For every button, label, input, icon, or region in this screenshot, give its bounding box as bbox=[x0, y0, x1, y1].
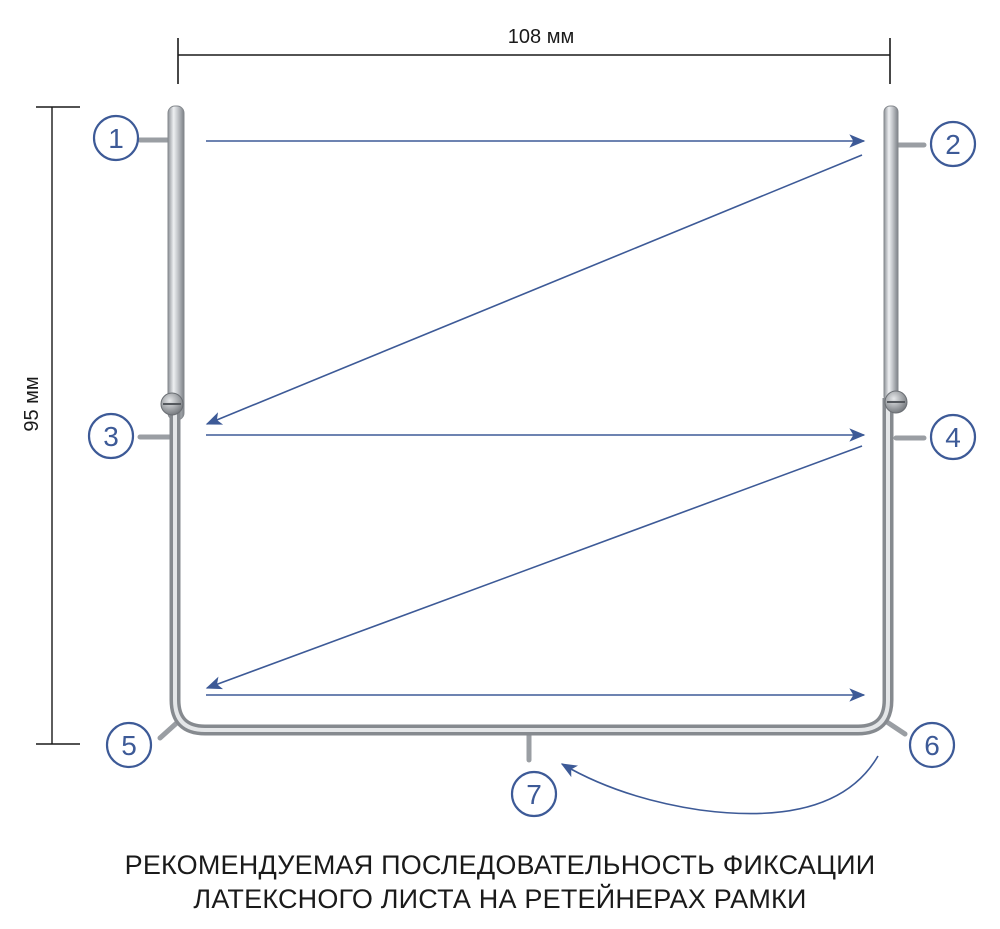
height-dimension-label: 95 мм bbox=[21, 376, 43, 431]
caption-line-1: РЕКОМЕНДУЕМАЯ ПОСЛЕДОВАТЕЛЬНОСТЬ ФИКСАЦИ… bbox=[124, 850, 876, 880]
screw-left bbox=[160, 392, 184, 416]
frame bbox=[137, 105, 927, 763]
height-dimension: 95 мм bbox=[21, 106, 80, 745]
marker-7-label: 7 bbox=[526, 779, 542, 810]
marker-5: 5 bbox=[105, 721, 153, 769]
marker-5-label: 5 bbox=[121, 730, 137, 761]
caption-line-2: ЛАТЕКСНОГО ЛИСТА НА РЕТЕЙНЕРАХ РАМКИ bbox=[193, 884, 807, 914]
marker-3-label: 3 bbox=[103, 421, 119, 452]
marker-6-label: 6 bbox=[924, 730, 940, 761]
lower-u-wire-highlight bbox=[173, 398, 890, 732]
marker-1: 1 bbox=[92, 114, 140, 162]
diagram-caption: РЕКОМЕНДУЕМАЯ ПОСЛЕДОВАТЕЛЬНОСТЬ ФИКСАЦИ… bbox=[0, 848, 1000, 916]
screw-right bbox=[884, 390, 908, 414]
width-dimension-label: 108 мм bbox=[508, 26, 574, 48]
marker-6: 6 bbox=[908, 721, 956, 769]
arrow-6-to-7 bbox=[560, 755, 879, 815]
markers: 1 2 3 4 5 6 7 bbox=[87, 114, 977, 818]
marker-2: 2 bbox=[929, 120, 977, 168]
right-upper-rod bbox=[883, 105, 899, 403]
marker-7: 7 bbox=[510, 770, 558, 818]
marker-3: 3 bbox=[87, 412, 135, 460]
arrow-4-to-5 bbox=[205, 445, 863, 690]
marker-4: 4 bbox=[929, 413, 977, 461]
marker-1-label: 1 bbox=[108, 123, 124, 154]
left-upper-rod bbox=[167, 105, 185, 421]
marker-4-label: 4 bbox=[945, 422, 961, 453]
width-dimension: 108 мм bbox=[177, 26, 891, 84]
marker-2-label: 2 bbox=[945, 129, 961, 160]
lower-u-wire bbox=[169, 398, 894, 736]
arrow-2-to-3 bbox=[205, 154, 863, 425]
sequence-arrows bbox=[205, 134, 879, 815]
